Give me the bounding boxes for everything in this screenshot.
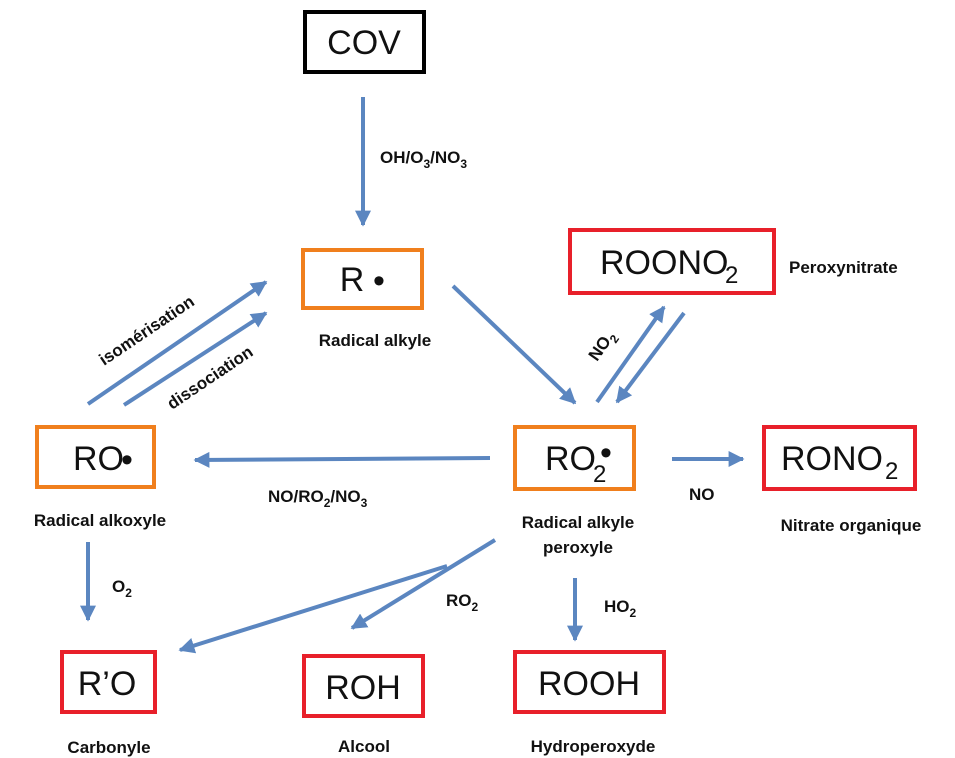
ro2-radical-dot: • bbox=[600, 434, 612, 472]
roono2-text: ROONO bbox=[600, 244, 728, 282]
ro2-caption-line2: peroxyle bbox=[543, 538, 613, 557]
arrow-roono2-to-ro2 bbox=[615, 311, 686, 404]
rprimeo-caption: Carbonyle bbox=[67, 738, 150, 757]
rooh-box bbox=[513, 650, 666, 714]
ro2-arrow-label: RO2 bbox=[446, 591, 479, 614]
rono2-caption: Nitrate organique bbox=[781, 516, 922, 535]
rooh-caption: Hydroperoxyde bbox=[531, 737, 656, 756]
ro-box bbox=[35, 425, 156, 489]
arrow-r-to-ro2 bbox=[451, 284, 577, 405]
arrow-ro-dissociation-to-r bbox=[122, 311, 268, 407]
r-caption: Radical alkyle bbox=[319, 331, 431, 350]
ro2-text: RO bbox=[545, 440, 596, 478]
arrow-ro2-to-rprimeo bbox=[178, 564, 448, 654]
o2-label: O2 bbox=[112, 577, 132, 600]
dissociation-label: dissociation bbox=[164, 342, 257, 413]
ro2-caption-line1: Radical alkyle bbox=[522, 513, 634, 532]
no2-label: NO2 bbox=[585, 327, 622, 367]
arrow-ro2-to-roono2 bbox=[595, 305, 666, 404]
arrow-ro2-to-ro bbox=[193, 451, 491, 468]
arrow-ro-isomerisation-to-r bbox=[86, 280, 268, 406]
roh-box bbox=[302, 654, 425, 718]
ro-text: RO bbox=[73, 440, 124, 478]
r-radical-dot: • bbox=[373, 262, 385, 300]
ro2-box bbox=[513, 425, 636, 491]
rono2-box bbox=[762, 425, 917, 491]
rono2-text: RONO bbox=[781, 440, 883, 478]
no-label: NO bbox=[689, 485, 715, 504]
roono2-subscript: 2 bbox=[725, 262, 738, 289]
arrow-ro2-to-roh bbox=[350, 538, 497, 630]
rprimeo-text: R’O bbox=[78, 665, 137, 703]
cov-box bbox=[303, 10, 426, 74]
r-box bbox=[301, 248, 424, 310]
roh-caption: Alcool bbox=[338, 737, 390, 756]
ho2-label: HO2 bbox=[604, 597, 637, 620]
no-ro2-no3-label: NO/RO2/NO3 bbox=[268, 487, 368, 510]
isomerisation-label: isomérisation bbox=[96, 292, 198, 370]
roono2-caption: Peroxynitrate bbox=[789, 258, 898, 277]
cov-text: COV bbox=[327, 24, 401, 62]
oxidants-label: OH/O3/NO3 bbox=[380, 148, 467, 171]
rooh-text: ROOH bbox=[538, 665, 640, 703]
r-text: R bbox=[340, 261, 365, 299]
ro2-subscript: 2 bbox=[593, 461, 606, 488]
ro-caption: Radical alkoxyle bbox=[34, 511, 166, 530]
rprimeo-box bbox=[60, 650, 157, 714]
rono2-subscript: 2 bbox=[885, 458, 898, 485]
ro-radical-dot: • bbox=[121, 441, 133, 479]
roono2-box bbox=[568, 228, 776, 295]
roh-text: ROH bbox=[325, 669, 401, 707]
